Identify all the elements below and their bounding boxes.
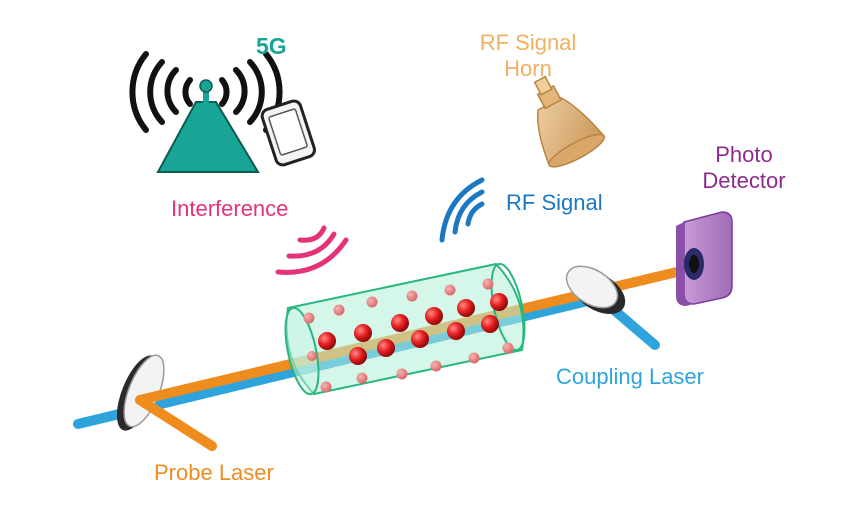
label-coupling-laser: Coupling Laser bbox=[556, 364, 704, 389]
atoms-excited bbox=[318, 293, 508, 365]
label-probe-laser: Probe Laser bbox=[154, 460, 274, 485]
label-rf-signal-horn-line1: RF Signal bbox=[479, 30, 577, 55]
cell-tower-icon bbox=[129, 51, 283, 173]
horn-antenna-icon bbox=[533, 75, 606, 168]
label-photo-detector: Photo Detector bbox=[684, 142, 804, 195]
label-5g: 5G bbox=[256, 33, 287, 59]
atoms-background bbox=[303, 278, 514, 393]
interference-waves bbox=[275, 225, 349, 275]
photodetector-icon bbox=[676, 211, 733, 306]
label-interference: Interference bbox=[171, 196, 289, 221]
label-rf-signal-horn-line2: Horn bbox=[504, 56, 552, 82]
mirror-icon bbox=[565, 265, 626, 315]
label-rf-signal: RF Signal bbox=[506, 190, 603, 215]
label-rf-signal-horn: RF Signal Horn bbox=[468, 30, 588, 83]
label-photo-detector-line1: Photo bbox=[715, 142, 773, 167]
label-photo-detector-line2: Detector bbox=[702, 168, 786, 194]
rf-signal-waves bbox=[439, 177, 485, 243]
smartphone-icon bbox=[260, 99, 316, 167]
